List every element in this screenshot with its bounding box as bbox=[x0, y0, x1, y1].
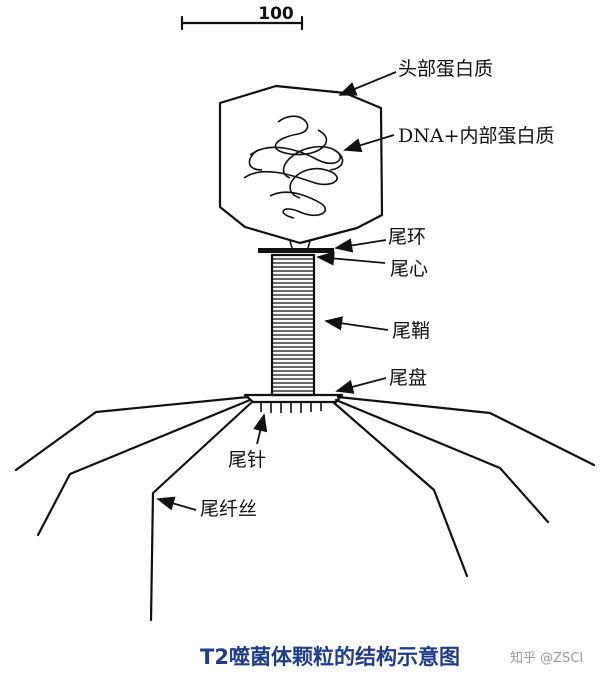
label-tail-pin: 尾针 bbox=[228, 449, 266, 471]
label-tail-fiber: 尾纤丝 bbox=[200, 498, 257, 520]
watermark: 知乎 @ZSCI bbox=[510, 650, 583, 666]
tail-collar bbox=[258, 248, 334, 253]
label-dna-inner-protein: DNA+内部蛋白质 bbox=[398, 125, 555, 147]
tail-fibers bbox=[16, 397, 594, 620]
arrow-tail-pin bbox=[257, 415, 264, 444]
label-tail-collar: 尾环 bbox=[388, 226, 426, 248]
figure-caption: T2噬菌体颗粒的结构示意图 bbox=[200, 645, 460, 669]
arrow-tail-fiber bbox=[158, 499, 196, 510]
arrow-head-protein bbox=[340, 72, 396, 95]
tail-sheath bbox=[272, 255, 314, 395]
arrow-tail-sheath bbox=[326, 321, 388, 330]
tail-pins bbox=[261, 402, 321, 413]
label-base-plate: 尾盘 bbox=[389, 367, 427, 389]
label-tail-core: 尾心 bbox=[390, 258, 428, 280]
arrow-dna bbox=[345, 135, 394, 150]
arrow-tail-core bbox=[318, 257, 385, 263]
label-head-protein: 头部蛋白质 bbox=[398, 58, 493, 80]
arrow-base-plate bbox=[337, 378, 386, 391]
base-plate bbox=[245, 395, 342, 402]
dna-coil bbox=[244, 116, 343, 218]
phage-head bbox=[220, 86, 382, 243]
arrow-tail-collar bbox=[336, 240, 386, 248]
scale-bar-label: 100 bbox=[258, 4, 294, 24]
label-tail-sheath: 尾鞘 bbox=[392, 320, 430, 342]
